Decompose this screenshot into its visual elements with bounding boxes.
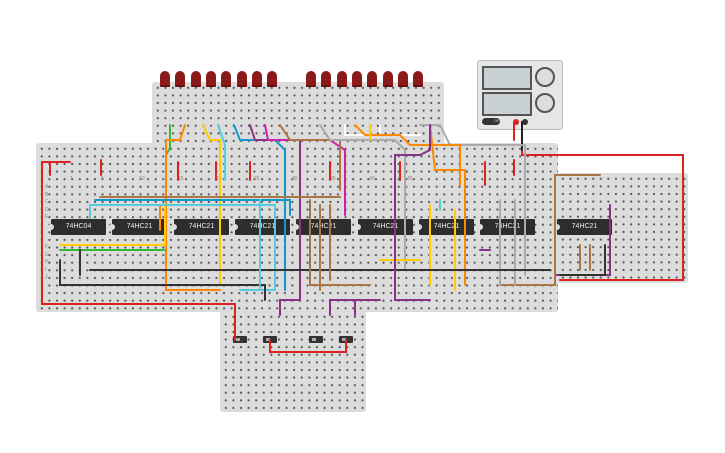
row-letter: A [45,184,49,190]
negative-terminal[interactable] [522,119,528,125]
led [267,71,277,87]
positive-terminal[interactable] [513,119,519,125]
row-letter: D [45,206,49,213]
row-letter: H [45,259,49,266]
column-number: 35 [330,176,336,182]
row-letter: F [45,244,49,250]
slide-switch[interactable] [233,336,247,343]
ic-chip[interactable]: 74HC21 [171,219,229,235]
column-number: 10 [139,176,145,182]
wire-purple [394,124,491,301]
led [383,71,393,87]
led [175,71,185,87]
led [237,71,247,87]
ic-chip[interactable]: 74HC21 [109,219,167,235]
row-letter: E [45,214,49,221]
voltage-knob[interactable] [535,67,555,87]
led [306,71,316,87]
led [191,71,201,87]
column-number: 25 [254,176,260,182]
row-letter: J [45,274,48,281]
ic-chip[interactable]: 74HC21 [355,219,413,235]
wire-purple [249,124,611,316]
power-switch-label: OFF [494,118,502,123]
wire-lightblue [89,124,276,291]
led [252,71,262,87]
column-number: 15 [178,176,184,182]
slide-switch[interactable] [309,336,323,343]
column-number: 40 [369,176,375,182]
led [221,71,231,87]
wire-red [41,161,347,353]
column-number: 1 [70,176,73,182]
led [352,71,362,87]
wire-magenta [264,124,346,216]
row-letter: I [45,266,47,273]
wire-black [59,244,606,301]
ic-chip[interactable]: 74HC21 [232,219,290,235]
wire-yellow [369,124,456,291]
column-number: 20 [216,176,222,182]
breadboard-bottom [220,311,366,412]
wire-green [59,124,171,251]
led [337,71,347,87]
led [321,71,331,87]
wire-gray [319,124,526,286]
column-number: 30 [292,176,298,182]
wire-red [49,159,486,186]
wire-lightblue [259,199,441,291]
row-letter: C [45,199,49,206]
current-knob[interactable] [535,93,555,113]
voltage-display [482,66,532,90]
column-number: 5 [101,176,104,182]
row-letter: G [45,251,49,258]
power-switch[interactable]: OFF [482,118,502,125]
ic-chip[interactable]: 74HC21 [477,219,535,235]
wire-orange [354,124,466,286]
column-number: 45 [407,176,413,182]
wire-brown [99,124,601,286]
led [367,71,377,87]
current-display [482,92,532,116]
led [206,71,216,87]
row-letter: B [45,191,49,198]
ic-chip[interactable]: 74HC21 [416,219,474,235]
power-supply[interactable]: OFF [477,60,563,130]
ic-chip[interactable]: 74HC04 [48,219,106,235]
breadboard-top [152,82,444,146]
led [398,71,408,87]
ic-chip[interactable]: 74HC21 [554,219,612,235]
wire-red [513,121,684,281]
led [160,71,170,87]
led [413,71,423,87]
wire-brown [309,199,371,291]
